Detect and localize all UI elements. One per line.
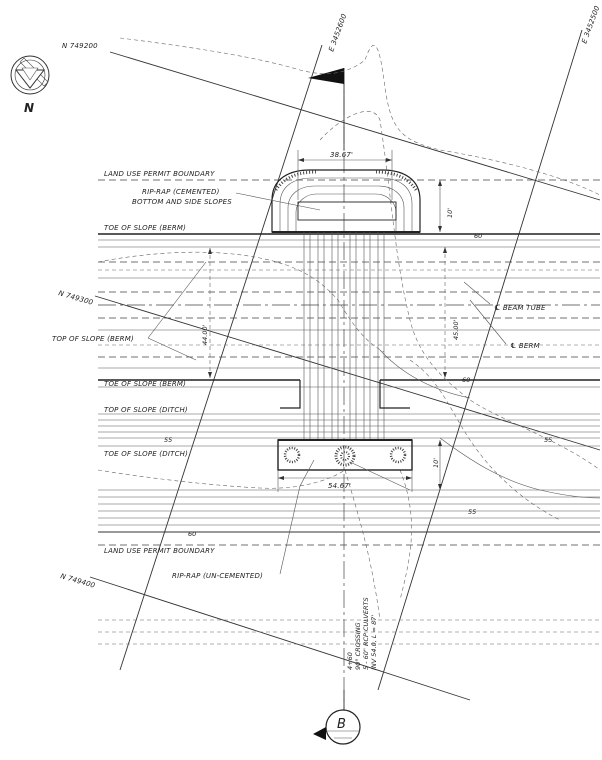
label-land-use-top: LAND USE PERMIT BOUNDARY — [104, 170, 215, 178]
label-toe-slope-berm-top: TOE OF SLOPE (BERM) — [104, 224, 186, 232]
section-marker — [313, 709, 361, 745]
label-riprap-uncemented: RIP-RAP (UN-CEMENTED) — [172, 572, 263, 580]
dim-left-span: 44.00' — [201, 324, 209, 345]
label-top-slope-ditch: TOP OF SLOPE (DITCH) — [104, 406, 188, 414]
north-arrow-icon — [10, 55, 50, 95]
label-riprap-cemented-2: BOTTOM AND SIDE SLOPES — [132, 198, 232, 206]
dim-top-depth: 10' — [446, 208, 454, 218]
crossing-note-line2: 90° CROSSING — [354, 622, 362, 670]
north-label: N — [24, 101, 34, 115]
label-toe-slope-ditch: TOE OF SLOPE (DITCH) — [104, 450, 188, 458]
section-marker-label: B — [337, 717, 346, 732]
riprap-cemented-headwall — [271, 169, 421, 233]
dim-bottom-depth: 10' — [432, 458, 440, 468]
label-riprap-cemented-1: RIP-RAP (CEMENTED) — [142, 188, 220, 196]
contour-55-left: 55 — [164, 436, 172, 444]
northing-label-bottom: N 749400 — [59, 572, 96, 590]
contour-60-top: 60 — [474, 232, 482, 240]
northing-label-mid: N 749300 — [57, 289, 94, 307]
label-beam-tube: ℄ BEAM TUBE — [494, 304, 546, 312]
crossing-note: 4+60 90° CROSSING 5 - 60" RCP CULVERTS I… — [346, 597, 378, 670]
contour-60-bottom: 60 — [188, 530, 196, 538]
crossing-note-line4: INV 54.0, L = 87' — [370, 615, 378, 670]
contour-55-right: 55 — [544, 436, 552, 444]
leader-lines — [147, 192, 507, 575]
easting-lines — [119, 29, 583, 691]
label-toe-slope-berm-mid: TOE OF SLOPE (BERM) — [104, 380, 186, 388]
label-top-slope-berm: TOP OF SLOPE (BERM) — [52, 335, 134, 343]
northing-label-top: N 749200 — [62, 42, 98, 50]
culvert-barrels — [303, 232, 385, 440]
crossing-note-line1: 4+60 — [346, 652, 354, 670]
existing-contours — [97, 37, 601, 621]
dim-bottom-width: 54.67' — [328, 482, 351, 490]
crossing-note-line3: 5 - 60" RCP CULVERTS — [362, 597, 370, 670]
contour-60-mid: 60 — [462, 376, 470, 384]
label-land-use-bottom: LAND USE PERMIT BOUNDARY — [104, 547, 215, 555]
horizontal-linework — [98, 179, 600, 645]
ditch-notch — [280, 380, 410, 409]
dimension-lines — [208, 150, 447, 492]
contour-55-lower: 55 — [468, 508, 476, 516]
crossing-centerline — [308, 68, 345, 715]
northing-lines — [89, 51, 601, 701]
easting-label-left: E 3452600 — [327, 12, 348, 52]
dim-right-span: 45.00' — [452, 319, 460, 340]
riprap-uncemented-headwall — [277, 439, 413, 471]
easting-label-right: E 3452500 — [580, 4, 601, 44]
label-berm: ℄ BERM — [510, 342, 540, 350]
dim-top-width: 38.67' — [330, 151, 353, 159]
